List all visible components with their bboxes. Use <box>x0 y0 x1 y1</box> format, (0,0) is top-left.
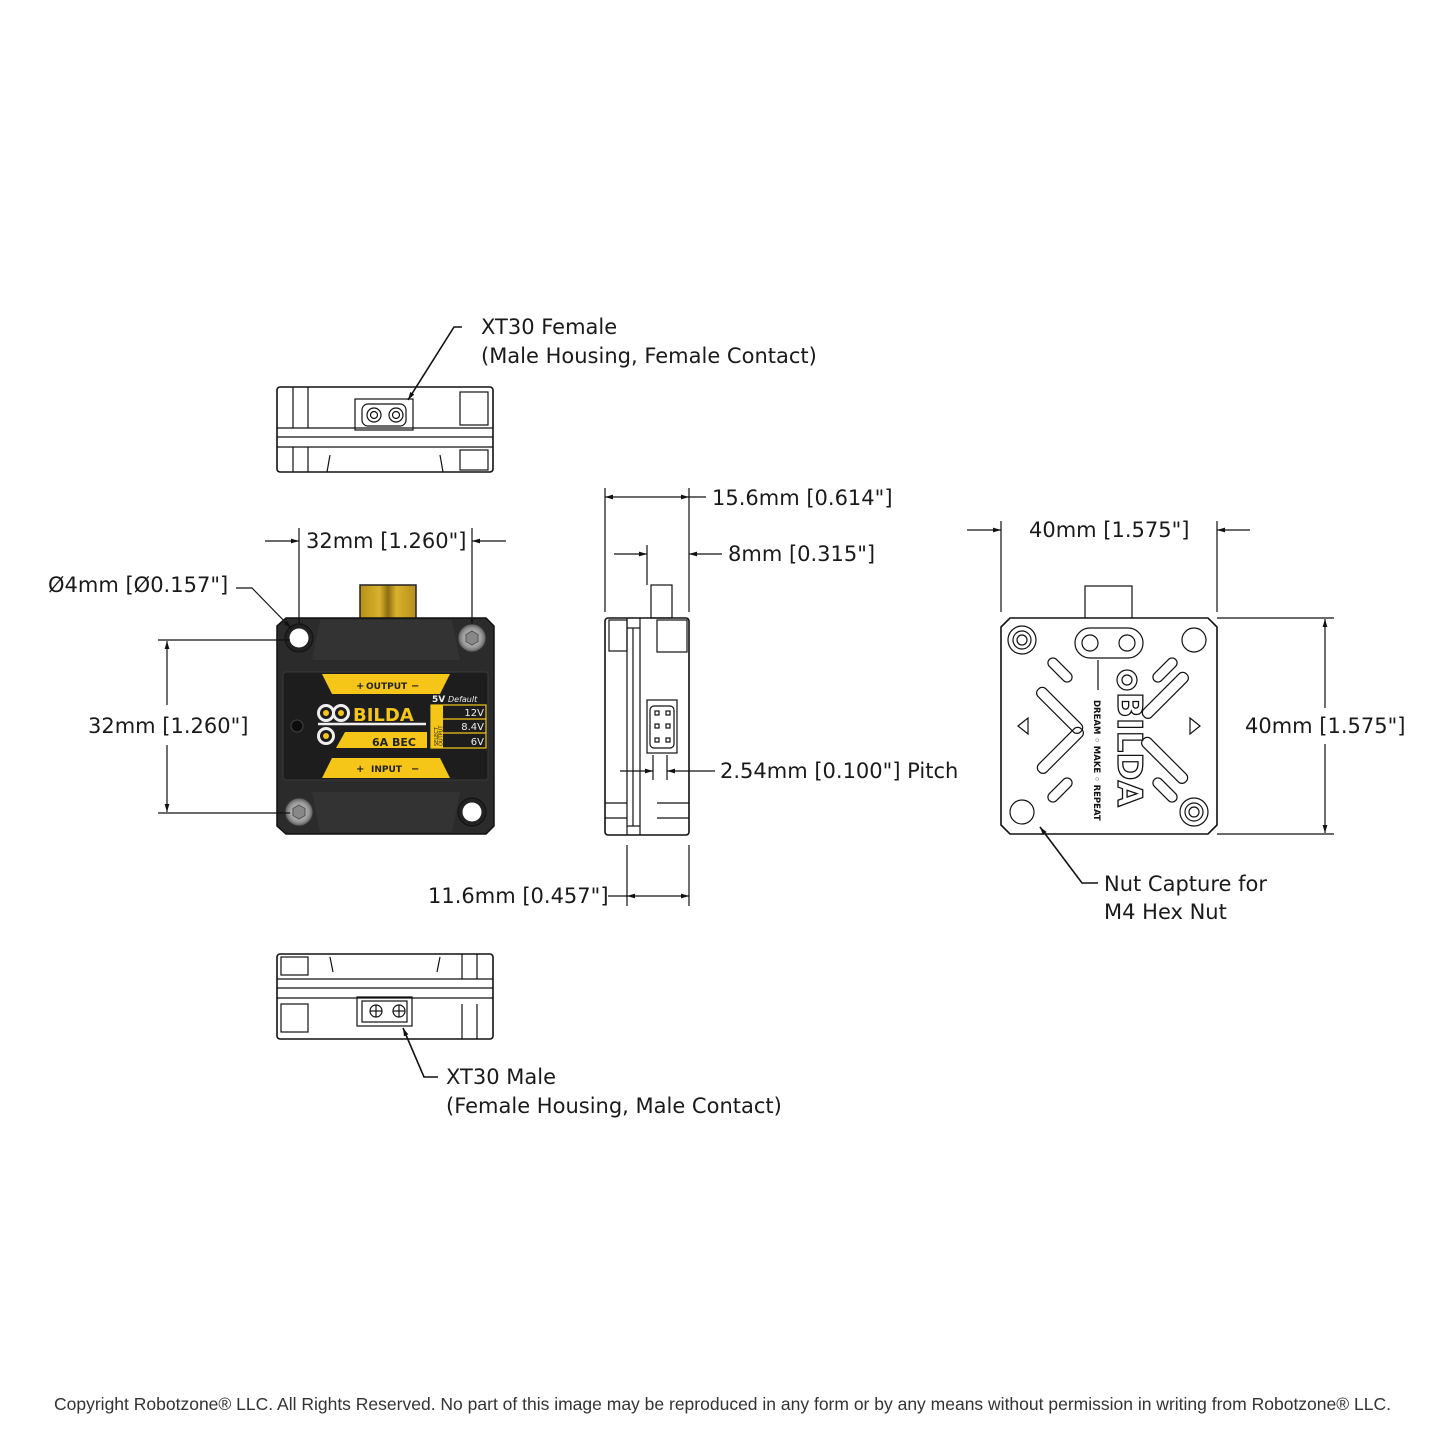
dimension-back-width <box>967 521 1250 612</box>
brand-text: BILDA <box>353 705 414 726</box>
input-banner <box>322 758 450 778</box>
dim-body-thickness: 11.6mm [0.457"] <box>428 884 609 908</box>
dim-overall-thickness: 15.6mm [0.614"] <box>712 486 893 510</box>
dim-hole-diameter: Ø4mm [Ø0.157"] <box>48 573 228 597</box>
dimension-hole-spacing-horizontal <box>265 528 506 624</box>
back-brand-text: BILDA <box>1109 692 1149 807</box>
voltage-option: 12V <box>464 708 484 719</box>
dim-hole-spacing-v: 32mm [1.260"] <box>88 714 248 738</box>
back-tagline: DREAM ◦ MAKE ◦ REPEAT <box>1091 700 1101 821</box>
xt30-female-sublabel: (Male Housing, Female Contact) <box>481 344 817 368</box>
dim-hole-spacing-h: 32mm [1.260"] <box>306 529 466 553</box>
side-view <box>604 584 690 836</box>
mount-hole <box>462 802 482 822</box>
dim-back-width: 40mm [1.575"] <box>1029 518 1189 542</box>
dimension-back-height <box>1217 617 1334 835</box>
dimension-overall-thickness <box>604 488 706 612</box>
output-minus: − <box>411 681 419 692</box>
output-banner <box>322 674 450 694</box>
front-view-device <box>276 584 495 835</box>
input-plus: + <box>356 764 364 775</box>
xt30-connector-gold <box>359 584 417 622</box>
model-banner <box>336 732 427 748</box>
dimension-connector-offset <box>614 545 722 585</box>
copyright-footer: Copyright Robotzone® LLC. All Rights Res… <box>54 1394 1391 1414</box>
xt30-female-label: XT30 Female <box>481 315 617 339</box>
output-plus: + <box>356 681 364 692</box>
select-label: SELECT <box>434 726 440 746</box>
bottom-view-xt30-male <box>276 953 494 1078</box>
back-view <box>1000 585 1218 884</box>
top-view-xt30-female <box>276 326 494 473</box>
xt30-male-sublabel: (Female Housing, Male Contact) <box>446 1094 782 1118</box>
dim-connector-offset: 8mm [0.315"] <box>728 542 875 566</box>
output-label: OUTPUT <box>366 682 408 692</box>
output-select-label: OUTPUT <box>439 725 445 746</box>
input-label: INPUT <box>371 765 403 775</box>
voltage-option: 6V <box>471 737 484 748</box>
dim-header-pitch: 2.54mm [0.100"] Pitch <box>720 759 958 783</box>
dimension-hole-spacing-vertical <box>158 639 290 814</box>
dim-back-height: 40mm [1.575"] <box>1245 714 1405 738</box>
model-text: 6A BEC <box>372 736 416 749</box>
dimension-header-pitch <box>620 755 715 780</box>
dimension-hole-diameter <box>236 587 292 629</box>
input-minus: − <box>411 764 419 775</box>
nut-capture-label: Nut Capture for <box>1104 872 1267 896</box>
voltage-option: 8.4V <box>461 722 484 733</box>
gobilda-logo-icon <box>317 704 426 745</box>
default-word: Default <box>448 695 478 704</box>
default-voltage: 5V <box>432 695 445 705</box>
nut-capture-sublabel: M4 Hex Nut <box>1104 900 1227 924</box>
mount-hole <box>289 628 309 648</box>
xt30-male-label: XT30 Male <box>446 1065 556 1089</box>
dimension-body-thickness <box>608 845 690 906</box>
